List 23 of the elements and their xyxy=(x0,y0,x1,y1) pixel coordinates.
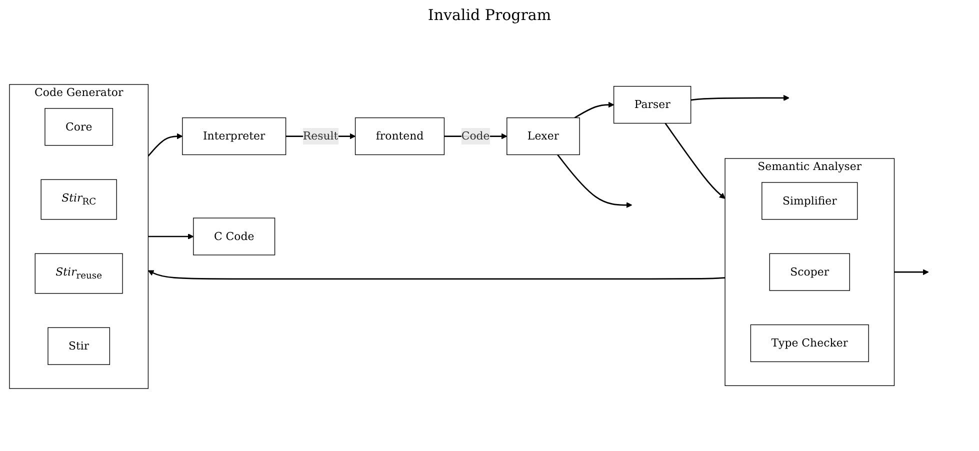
node-box: C Code xyxy=(193,218,276,256)
arrow xyxy=(148,270,726,280)
arrow xyxy=(664,122,726,199)
arrow xyxy=(574,102,614,118)
edge-label: Code xyxy=(461,129,490,142)
node-box: Simplifier xyxy=(762,182,858,220)
arrow xyxy=(148,133,183,157)
node-box: frontend xyxy=(354,117,445,156)
node-box: Scoper xyxy=(769,253,850,291)
node-box: Type Checker xyxy=(750,324,869,362)
node-box: Stir$_{RC}$ xyxy=(40,179,117,220)
arrow xyxy=(894,269,929,276)
node-box: Stir xyxy=(48,327,110,365)
node-box: Core xyxy=(44,108,114,146)
node-box: Interpreter xyxy=(182,117,286,156)
node-box: Lexer xyxy=(506,117,580,156)
node-box: Parser xyxy=(613,86,692,124)
note-text: Invalid Program xyxy=(428,6,552,24)
node-box: Stir$_{reuse}$ xyxy=(34,253,123,294)
edge-label: Result xyxy=(302,129,338,142)
arrow xyxy=(557,154,632,208)
arrow xyxy=(148,234,194,240)
arrow xyxy=(690,94,790,101)
